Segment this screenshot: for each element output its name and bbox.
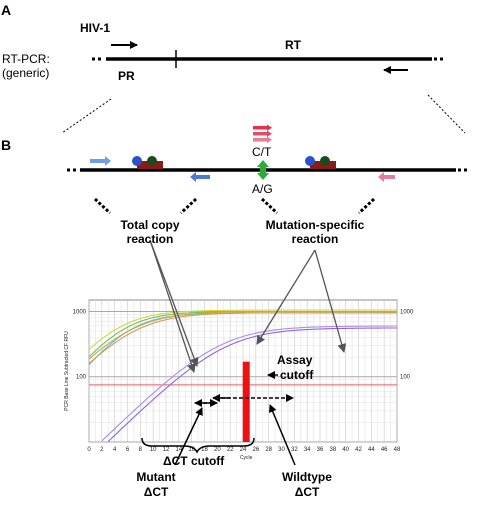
probe-right	[305, 156, 336, 169]
forward-primer-left	[90, 156, 111, 166]
x-tick-label: 4	[113, 447, 117, 453]
expand-dash-2	[179, 197, 198, 215]
x-tick-label: 24	[240, 447, 247, 453]
probe-left	[132, 156, 163, 169]
panel-a-letter: A	[1, 2, 12, 18]
x-tick-label: 30	[278, 447, 285, 453]
y-axis-label: PCR Base Line Subtracted CF RFU	[64, 331, 70, 411]
x-tick-label: 28	[265, 447, 272, 453]
total-copy-label-line1: Total copy	[120, 218, 180, 232]
x-tick-label: 12	[163, 447, 170, 453]
reverse-primer-left	[190, 172, 210, 182]
mutation-specific-label-line1: Mutation-specific	[265, 218, 365, 232]
x-tick-label: 42	[355, 447, 362, 453]
gene-pr-label: PR	[118, 69, 135, 83]
virus-label: HIV-1	[80, 21, 111, 35]
x-tick-label: 8	[139, 447, 143, 453]
genome-line-a	[92, 50, 446, 68]
mutant-label-line2: ΔCT	[143, 485, 169, 499]
x-tick-label: 48	[394, 447, 401, 453]
x-tick-label: 0	[87, 447, 91, 453]
expand-dash-4	[357, 197, 376, 215]
x-tick-label: 40	[342, 447, 349, 453]
amplification-curve	[101, 325, 397, 442]
assay-cutoff-label-line1: Assay	[277, 353, 313, 367]
x-tick-label: 36	[317, 447, 324, 453]
x-tick-label: 20	[214, 447, 221, 453]
x-tick-label: 26	[252, 447, 259, 453]
amplification-curve	[88, 312, 397, 364]
assay-label-line2: (generic)	[2, 66, 50, 80]
variant-bottom-label: A/G	[252, 182, 273, 196]
zoom-line-right	[427, 94, 466, 134]
wildtype-label-line1: Wildtype	[282, 470, 332, 484]
zoom-line-left	[61, 98, 112, 134]
total-copy-label-line2: reaction	[126, 232, 174, 246]
annotation-arrows	[149, 239, 347, 373]
assay-label-line1: RT-PCR:	[2, 52, 50, 66]
x-tick-label: 18	[201, 447, 208, 453]
x-tick-label: 44	[368, 447, 375, 453]
mutant-pointer	[174, 407, 203, 466]
expand-dash-1	[93, 197, 112, 215]
x-tick-label: 10	[150, 447, 157, 453]
delta-ct-cutoff-label: ΔCT cutoff	[163, 454, 225, 468]
pink-reverse-primer	[378, 172, 395, 182]
x-tick-label: 6	[126, 447, 130, 453]
delta-ct-cutoff-brace	[141, 437, 255, 454]
variant-arrow	[257, 160, 269, 180]
wildtype-pointer	[269, 404, 296, 466]
y-tick-label-right: 100	[400, 375, 411, 381]
mutation-primer-stack	[253, 124, 272, 143]
variant-top-label: C/T	[252, 145, 272, 159]
x-tick-label: 46	[381, 447, 388, 453]
assay-cutoff-label-line2: cutoff	[280, 368, 314, 382]
amplification-curve	[88, 309, 397, 351]
expand-dash-3	[260, 197, 279, 215]
y-tick-label-left: 100	[76, 375, 87, 381]
assay-cutoff-bar	[242, 361, 250, 442]
x-tick-label: 16	[188, 447, 195, 453]
y-tick-label-right: 1000	[400, 309, 414, 315]
mutation-specific-label-line2: reaction	[291, 232, 339, 246]
amplification-curve	[88, 310, 397, 360]
wildtype-label-line2: ΔCT	[294, 485, 320, 499]
x-tick-label: 38	[329, 447, 336, 453]
amplification-curve	[107, 327, 397, 442]
x-tick-label: 32	[291, 447, 298, 453]
x-tick-label: 34	[304, 447, 311, 453]
x-axis-label: Cycle	[240, 455, 253, 461]
gene-rt-label: RT	[285, 38, 301, 52]
x-tick-label: 22	[227, 447, 234, 453]
mutant-label-line1: Mutant	[136, 470, 176, 484]
panel-b-letter: B	[1, 137, 12, 153]
x-tick-label: 2	[100, 447, 104, 453]
y-tick-label-left: 1000	[73, 309, 87, 315]
x-tick-label: 14	[175, 447, 182, 453]
